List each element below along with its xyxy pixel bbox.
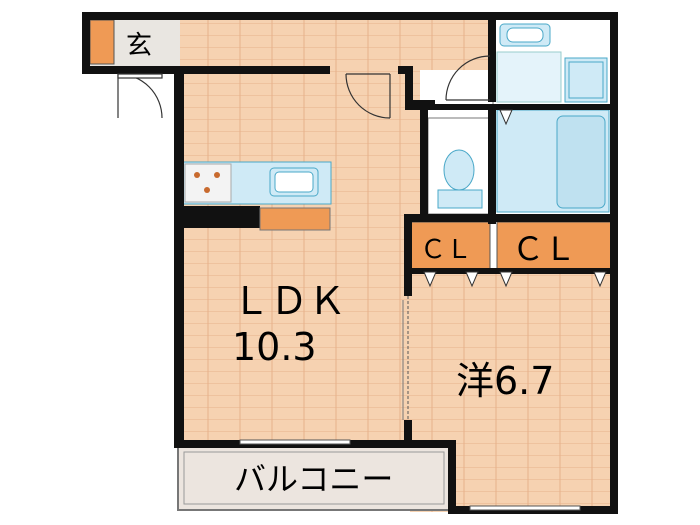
balcony-label: バルコニー [234, 460, 393, 498]
western-room-label: 洋6.7 [456, 359, 554, 403]
ldk-label: ＬＤＫ [232, 279, 346, 323]
closet-large-label: ＣＬ [512, 230, 576, 268]
kitchen-storage [259, 207, 331, 231]
bathtub [556, 115, 606, 209]
ldk-size-label: 10.3 [232, 325, 317, 369]
toilet-tank [437, 189, 483, 209]
window-bedroom [469, 505, 581, 511]
closet-small-label: ＣＬ [420, 235, 472, 265]
window-ldk [239, 439, 351, 445]
balcony [177, 445, 451, 511]
bath-counter [496, 51, 562, 103]
entrance-label: 玄 [126, 31, 152, 61]
hallway-floor [180, 18, 490, 70]
entrance-shoe-box [89, 19, 115, 65]
stove [184, 163, 232, 203]
burner-icon [194, 172, 200, 178]
doors [117, 55, 491, 119]
ldk-floor [180, 70, 420, 442]
washbasin-inner [506, 27, 544, 43]
toilet-bowl [443, 149, 475, 191]
kitchen-wall-block [180, 206, 260, 228]
